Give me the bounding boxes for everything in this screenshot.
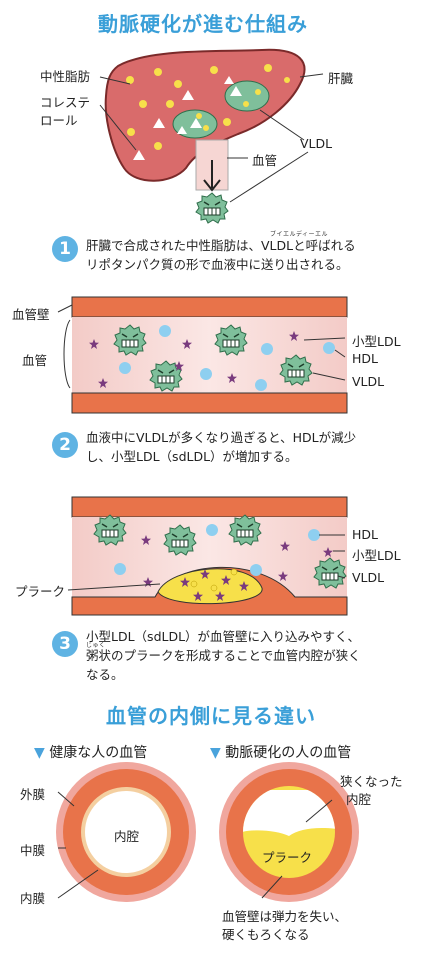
label-vldl: VLDL	[300, 136, 333, 151]
triangle-down-icon: ▼	[210, 745, 221, 761]
label-small-ldl: 小型LDL	[352, 334, 401, 349]
label-hdl-3: HDL	[352, 527, 378, 542]
leader-lines-3	[67, 534, 346, 591]
step-1-line-2: リポタンパク質の形で血液中に送り出される。	[86, 257, 349, 272]
label-plaque: プラーク	[15, 584, 66, 599]
step-number-2: 2	[52, 432, 78, 458]
step-2-line-2: し、小型LDL（sdLDL）が増加する。	[86, 449, 298, 464]
label-triglyceride: 中性脂肪	[40, 69, 91, 84]
leader-lines-4	[57, 791, 333, 899]
leader-lines-1	[99, 73, 324, 203]
label-lumen: 内腔	[114, 829, 140, 844]
triangle-down-icon: ▼	[34, 745, 45, 761]
ruby-vldl: ブイエルディーエル	[270, 231, 329, 238]
healthy-vessel-cross-section	[56, 762, 196, 902]
section-title: 血管の内側に見る違い	[106, 704, 316, 728]
label-narrowed-2: 内腔	[346, 792, 372, 807]
heading-healthy: ▼ 健康な人の血管	[34, 745, 148, 761]
step-1-text: 肝臓で合成された中性脂肪は、VLDLと呼ばれる リポタンパク質の形で血液中に送り…	[86, 236, 426, 274]
step-3-text: 小型LDL（sdLDL）が血管壁に入り込みやすく、 粥状のプラークを形成すること…	[86, 627, 426, 684]
label-adventitia: 外膜	[20, 787, 46, 802]
sclerosis-vessel-cross-section	[219, 762, 359, 902]
step-2-text: 血液中にVLDLが多くなり過ぎると、HDLが減少 し、小型LDL（sdLDL）が…	[86, 428, 426, 466]
step-1-line-1: 肝臓で合成された中性脂肪は、VLDLと呼ばれる	[86, 238, 356, 253]
step-3-line-1: 小型LDL（sdLDL）が血管壁に入り込みやすく、	[86, 629, 361, 644]
label-wall-desc-1: 血管壁は弾力を失い、	[222, 909, 348, 924]
step-number-3: 3	[52, 631, 78, 657]
arrow-down-icon	[203, 160, 221, 192]
step-2-line-1: 血液中にVLDLが多くなり過ぎると、HDLが減少	[86, 430, 357, 445]
label-cholesterol-1: コレステ	[40, 95, 91, 110]
main-title: 動脈硬化が進む仕組み	[98, 12, 308, 36]
label-blood-vessel: 血管	[252, 153, 278, 168]
label-small-ldl-3: 小型LDL	[352, 548, 401, 563]
vldl-particle	[195, 192, 229, 224]
label-media: 中膜	[20, 843, 46, 858]
label-vldl-3: VLDL	[352, 570, 385, 585]
heading-sclerosis: ▼ 動脈硬化の人の血管	[210, 745, 352, 761]
label-vldl-2: VLDL	[352, 374, 385, 389]
vessel-section-2	[71, 296, 348, 414]
step-number-1: 1	[52, 236, 78, 262]
leader-lines-2	[57, 304, 346, 389]
vessel-section-3	[71, 496, 348, 616]
label-hdl: HDL	[352, 351, 378, 366]
label-vessel: 血管	[22, 353, 48, 368]
liver-shape	[104, 48, 306, 182]
label-plaque-cross: プラーク	[262, 850, 313, 865]
step-3-line-2: 粥状のプラークを形成することで血管内腔が狭く	[86, 648, 361, 663]
label-liver: 肝臓	[328, 71, 354, 86]
label-wall-desc-2: 硬くもろくなる	[222, 927, 310, 942]
label-cholesterol-2: ロール	[40, 113, 78, 128]
label-vessel-wall: 血管壁	[12, 307, 50, 322]
ruby-juku: じゅく	[86, 642, 106, 649]
step-3-line-3: なる。	[86, 667, 124, 682]
label-intima: 内膜	[20, 891, 46, 906]
label-narrowed-1: 狭くなった	[340, 774, 403, 789]
